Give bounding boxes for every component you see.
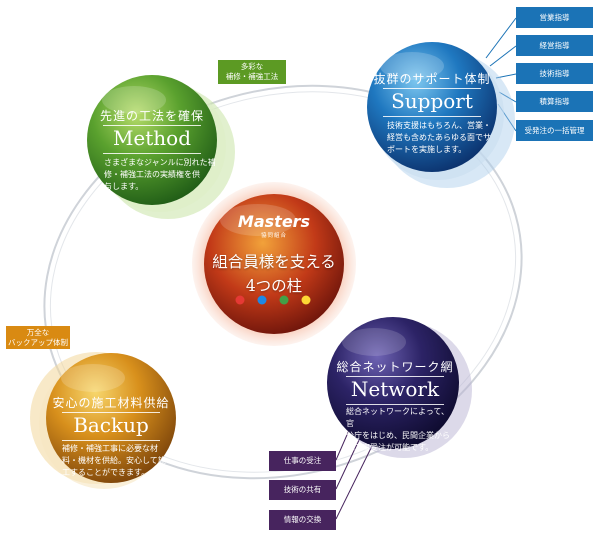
- support-rule-top: [383, 88, 481, 89]
- center-dot: [301, 295, 311, 305]
- backup-rule-top: [62, 412, 160, 413]
- support-connectors: [485, 17, 517, 132]
- backup-desc-line: 補修・補強工事に必要な材: [62, 444, 158, 453]
- method-tag: 多彩な 補修・補強工法: [218, 60, 286, 84]
- center-highlight: [220, 204, 296, 236]
- support-tag-estimation: 積算指導: [516, 91, 593, 112]
- network-highlight: [342, 328, 406, 356]
- network-description: 総合ネットワークによって、官 公庁をはじめ、民間企業から の工事受注が可能です。: [346, 406, 456, 454]
- backup-title: 安心の施工材料供給: [52, 396, 170, 410]
- backup-tag-line2: バックアップ体制: [8, 337, 68, 347]
- network-sphere: [327, 317, 459, 449]
- network-desc-line: の工事受注が可能です。: [346, 443, 434, 452]
- support-sphere: [367, 42, 497, 172]
- network-tag-orders: 仕事の受注: [269, 451, 336, 471]
- network-desc-line: 公庁をはじめ、民間企業から: [346, 431, 450, 440]
- support-title: 抜群のサポート体制: [373, 72, 491, 86]
- center-dot: [257, 295, 267, 305]
- backup-tag: 万全な バックアップ体制: [6, 326, 70, 349]
- backup-rule-bottom: [62, 440, 160, 441]
- center-logo: Masters 協同組合: [224, 212, 324, 239]
- center-title-line2: 4つの柱: [245, 277, 303, 295]
- method-desc-line: 与します。: [104, 182, 144, 191]
- network-label: Network: [350, 377, 440, 401]
- method-description: さまざまなジャンルに別れた補 修・補強工法の実績権を供 与します。: [104, 157, 216, 193]
- method-tag-line2: 補修・補強工法: [225, 72, 279, 81]
- network-rule-top: [346, 376, 444, 377]
- method-label: Method: [112, 126, 192, 150]
- center-dots: [235, 295, 311, 305]
- backup-highlight: [61, 364, 125, 392]
- method-highlight: [102, 86, 166, 114]
- method-rule-top: [103, 125, 201, 126]
- support-description: 技術支援はもちろん、営業・ 経営も含めたあらゆる面でサ ポートを実施します。: [387, 120, 495, 156]
- center-dot: [279, 295, 289, 305]
- backup-description: 補修・補強工事に必要な材 料・機材を供給。安心して施 工することができます。: [62, 443, 172, 479]
- backup-desc-line: 工することができます。: [62, 468, 150, 477]
- network-title: 総合ネットワーク網: [336, 360, 454, 374]
- network-connectors: [335, 427, 373, 520]
- support-tag-sales: 営業指導: [516, 7, 593, 28]
- method-title: 先進の工法を確保: [99, 109, 204, 123]
- center-title: 組合員様を支える 4つの柱: [204, 250, 344, 298]
- method-desc-line: 修・補強工法の実績権を供: [104, 170, 200, 179]
- backup-tag-line1: 万全な: [26, 327, 50, 337]
- backup-label: Backup: [73, 413, 149, 437]
- center-title-line1: 組合員様を支える: [212, 253, 336, 271]
- method-tag-line1: 多彩な: [240, 62, 264, 71]
- backup-desc-line: 料・機材を供給。安心して施: [62, 456, 166, 465]
- network-rule-bottom: [346, 404, 444, 405]
- support-label: Support: [391, 89, 473, 113]
- support-rule-bottom: [383, 116, 481, 117]
- network-tag-tech-sharing: 技術の共有: [269, 480, 336, 500]
- support-tag-order-management: 受発注の一括管理: [516, 120, 593, 141]
- masters-logo-sub: 協同組合: [260, 233, 287, 239]
- support-desc-line: 技術支援はもちろん、営業・: [387, 121, 491, 130]
- support-tag-technical: 技術指導: [516, 63, 593, 84]
- masters-logo: Masters: [237, 212, 311, 231]
- support-highlight: [380, 52, 444, 80]
- method-sphere: [87, 75, 217, 205]
- support-tag-management: 経営指導: [516, 35, 593, 56]
- network-desc-line: 総合ネットワークによって、官: [346, 407, 449, 428]
- method-rule-bottom: [103, 153, 201, 154]
- method-desc-line: さまざまなジャンルに別れた補: [104, 158, 216, 167]
- support-desc-line: 経営も含めたあらゆる面でサ: [387, 133, 491, 142]
- backup-sphere: [46, 353, 176, 483]
- center-dot: [235, 295, 245, 305]
- network-tag-info-exchange: 情報の交換: [269, 510, 336, 530]
- support-desc-line: ポートを実施します。: [387, 145, 467, 154]
